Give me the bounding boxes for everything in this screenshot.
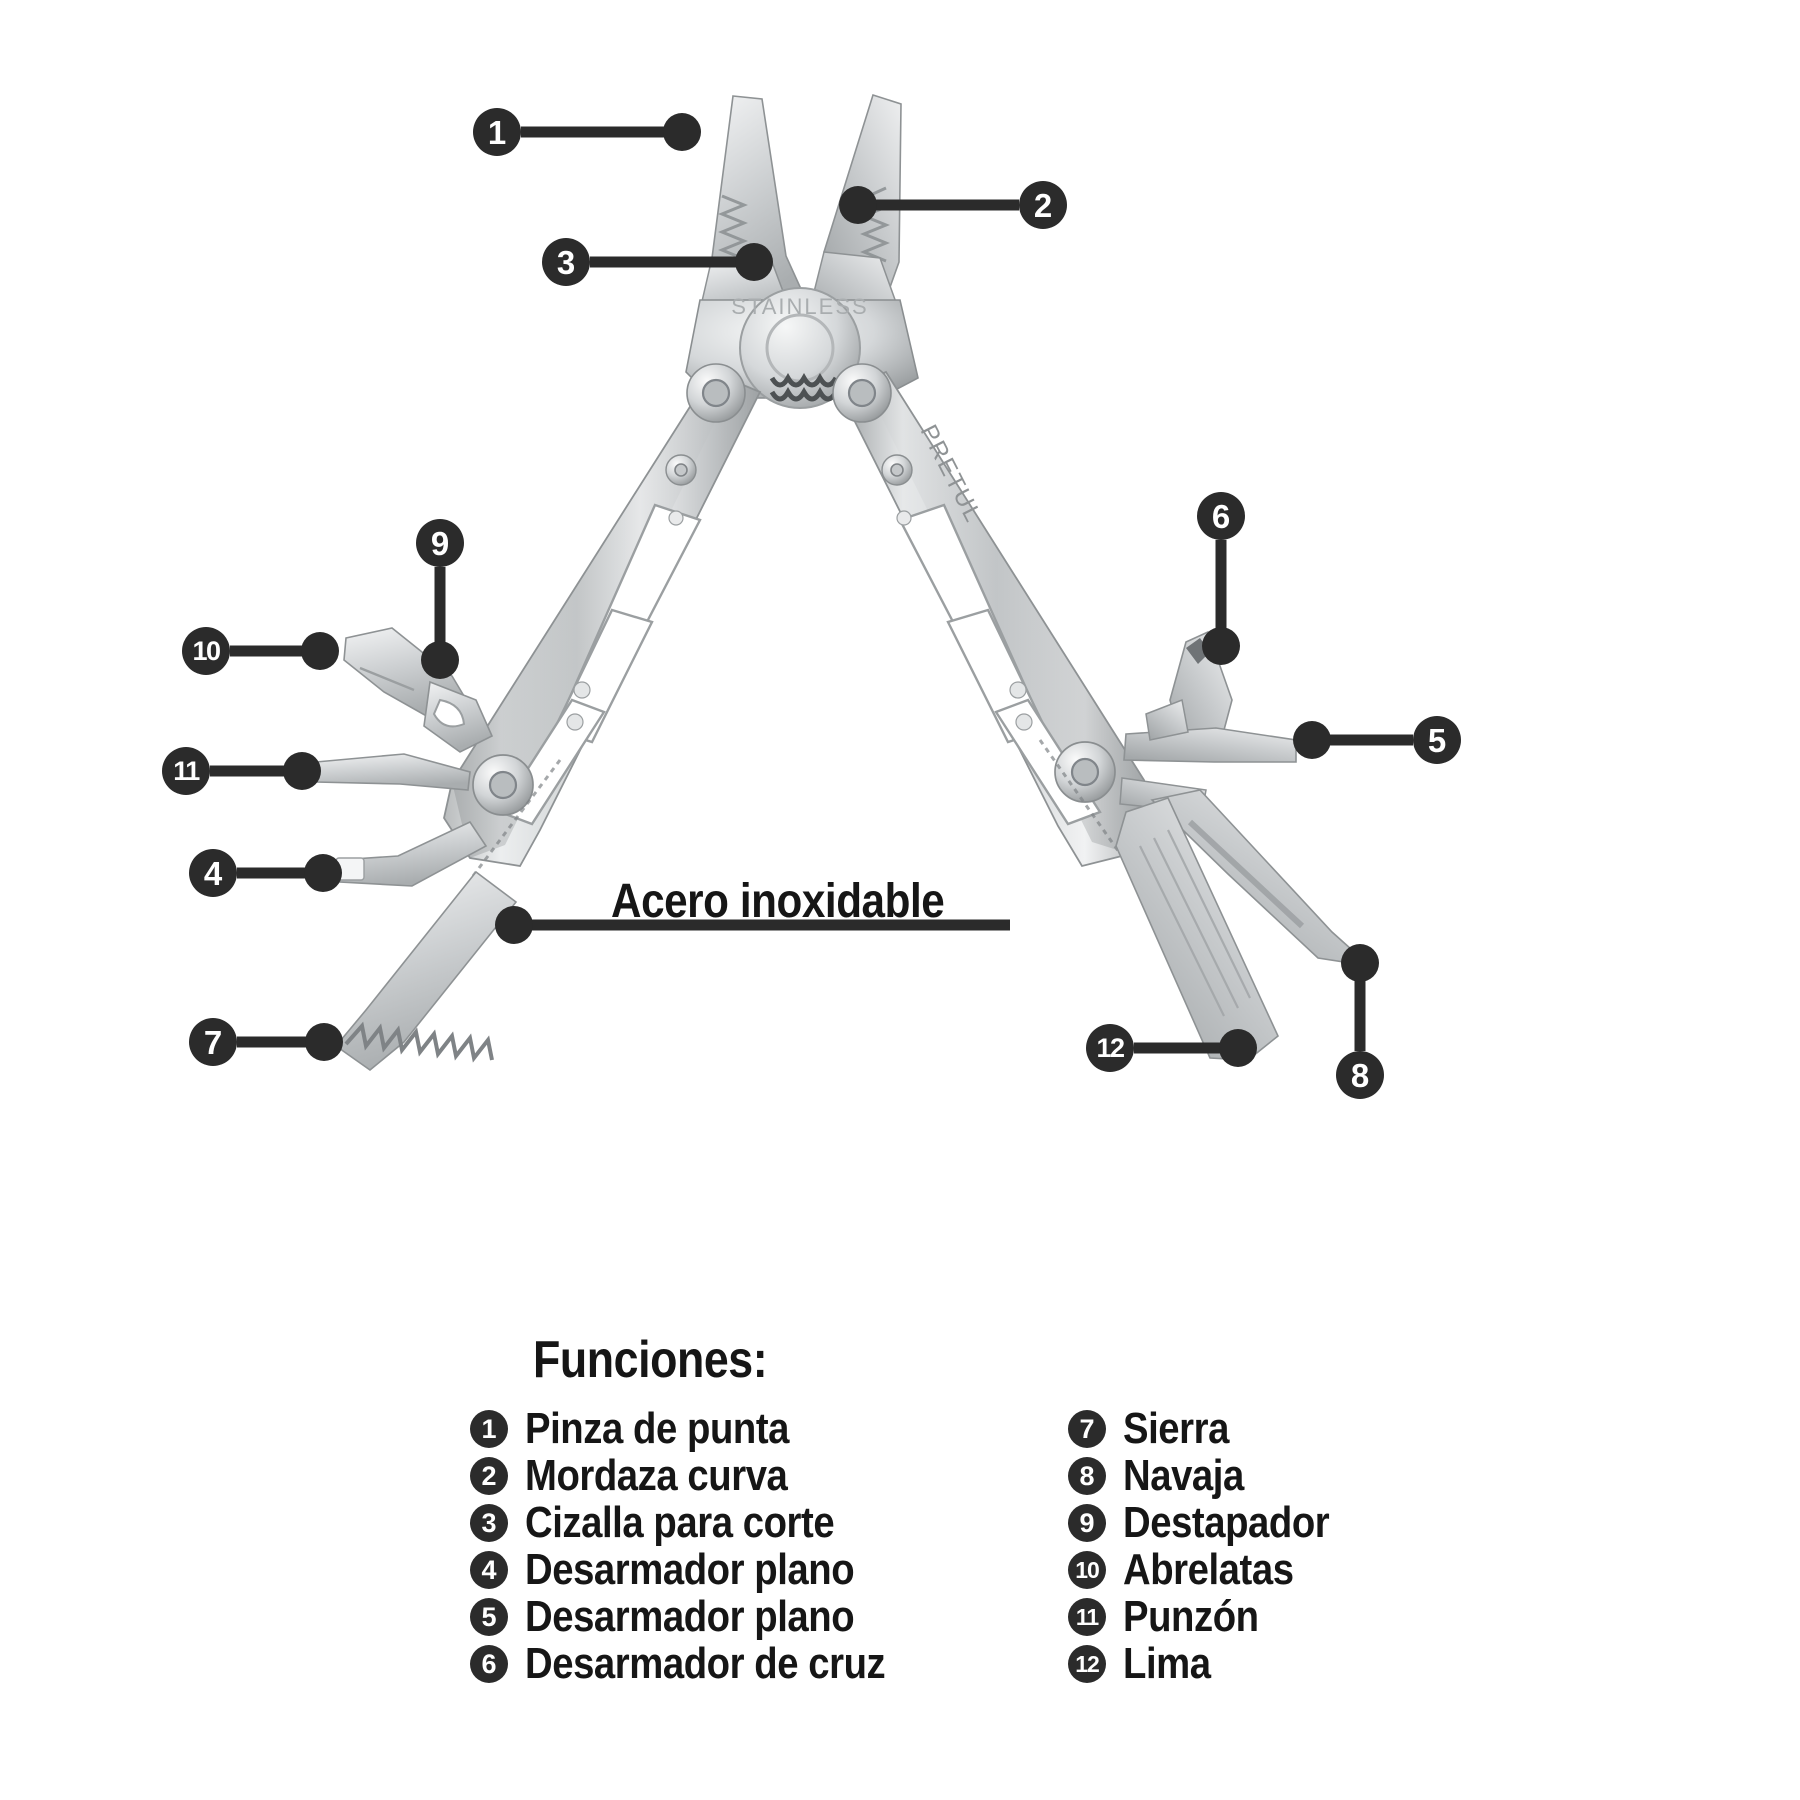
legend-label-11: Punzón bbox=[1123, 1592, 1259, 1641]
legend-item-9[interactable]: 9 Destapador bbox=[1068, 1498, 1360, 1547]
legend-badge-7: 7 bbox=[1068, 1410, 1106, 1448]
legend-item-5[interactable]: 5 Desarmador plano bbox=[470, 1592, 939, 1641]
legend-label-12: Lima bbox=[1123, 1639, 1211, 1688]
legend-item-8[interactable]: 8 Navaja bbox=[1068, 1451, 1360, 1500]
callout-leader-dot-1 bbox=[663, 113, 701, 151]
legend-badge-3: 3 bbox=[470, 1504, 508, 1542]
legend-item-2[interactable]: 2 Mordaza curva bbox=[470, 1451, 939, 1500]
material-leader-dot bbox=[495, 906, 533, 944]
legend-badge-2: 2 bbox=[470, 1457, 508, 1495]
callout-number-1[interactable]: 1 bbox=[473, 108, 521, 156]
spring-coil bbox=[769, 372, 839, 388]
callout-number-12[interactable]: 12 bbox=[1086, 1024, 1134, 1072]
legend-item-4[interactable]: 4 Desarmador plano bbox=[470, 1545, 939, 1594]
callout-leader-dot-2 bbox=[839, 186, 877, 224]
callout-leader-dot-10 bbox=[301, 632, 339, 670]
legend-item-3[interactable]: 3 Cizalla para corte bbox=[470, 1498, 939, 1547]
legend-label-2: Mordaza curva bbox=[525, 1451, 788, 1500]
legend-badge-1: 1 bbox=[470, 1410, 508, 1448]
callout-leader-dot-11 bbox=[283, 752, 321, 790]
callout-number-3[interactable]: 3 bbox=[542, 238, 590, 286]
saw-teeth bbox=[344, 1021, 494, 1063]
callout-number-5[interactable]: 5 bbox=[1413, 716, 1461, 764]
legend-item-10[interactable]: 10 Abrelatas bbox=[1068, 1545, 1360, 1594]
legend-badge-12: 12 bbox=[1068, 1645, 1106, 1683]
callout-leader-dot-5 bbox=[1293, 721, 1331, 759]
legend-label-4: Desarmador plano bbox=[525, 1545, 855, 1594]
legend-label-8: Navaja bbox=[1123, 1451, 1244, 1500]
callout-leader-dot-4 bbox=[304, 854, 342, 892]
callout-leader-dot-12 bbox=[1219, 1029, 1257, 1067]
legend-badge-6: 6 bbox=[470, 1645, 508, 1683]
legend-item-1[interactable]: 1 Pinza de punta bbox=[470, 1404, 939, 1453]
legend-badge-8: 8 bbox=[1068, 1457, 1106, 1495]
callout-number-4[interactable]: 4 bbox=[189, 849, 237, 897]
legend-title: Funciones: bbox=[533, 1331, 768, 1389]
legend-label-5: Desarmador plano bbox=[525, 1592, 855, 1641]
legend-item-11[interactable]: 11 Punzón bbox=[1068, 1592, 1360, 1641]
legend-badge-4: 4 bbox=[470, 1551, 508, 1589]
callout-leader-dot-6 bbox=[1202, 627, 1240, 665]
legend-label-3: Cizalla para corte bbox=[525, 1498, 835, 1547]
material-label: Acero inoxidable bbox=[611, 875, 945, 928]
file-cross-hatch bbox=[1139, 829, 1251, 1017]
legend-label-10: Abrelatas bbox=[1123, 1545, 1294, 1594]
legend-badge-5: 5 bbox=[470, 1598, 508, 1636]
legend-item-6[interactable]: 6 Desarmador de cruz bbox=[470, 1639, 939, 1688]
callout-leader-dot-9 bbox=[421, 641, 459, 679]
callout-number-6[interactable]: 6 bbox=[1197, 492, 1245, 540]
legend-label-7: Sierra bbox=[1123, 1404, 1229, 1453]
pivot-boss bbox=[739, 287, 861, 409]
legend-column-left: 1 Pinza de punta 2 Mordaza curva 3 Cizalla pa… bbox=[470, 1404, 939, 1688]
callout-number-11[interactable]: 11 bbox=[162, 747, 210, 795]
callout-number-9[interactable]: 9 bbox=[416, 519, 464, 567]
functions-legend: Funciones: 1 Pinza de punta 2 Mordaza curva… bbox=[0, 1330, 1800, 1800]
legend-item-12[interactable]: 12 Lima bbox=[1068, 1639, 1360, 1688]
legend-label-1: Pinza de punta bbox=[525, 1404, 790, 1453]
legend-column-right: 7 Sierra 8 Navaja 9 Destapador 10 Abrelatas 11 Pu… bbox=[1068, 1404, 1360, 1688]
legend-badge-9: 9 bbox=[1068, 1504, 1106, 1542]
callout-number-7[interactable]: 7 bbox=[189, 1018, 237, 1066]
callout-leader-dot-7 bbox=[305, 1023, 343, 1061]
legend-label-9: Destapador bbox=[1123, 1498, 1330, 1547]
stainless-stamp: STAINLESS bbox=[731, 294, 868, 319]
legend-badge-10: 10 bbox=[1068, 1551, 1106, 1589]
callout-number-2[interactable]: 2 bbox=[1019, 181, 1067, 229]
legend-item-7[interactable]: 7 Sierra bbox=[1068, 1404, 1360, 1453]
legend-label-6: Desarmador de cruz bbox=[525, 1639, 886, 1688]
tool-flat-screwdriver-left bbox=[337, 820, 488, 887]
callout-number-10[interactable]: 10 bbox=[182, 627, 230, 675]
handle-left bbox=[443, 363, 762, 881]
legend-badge-11: 11 bbox=[1068, 1598, 1106, 1636]
callout-leader-dot-3 bbox=[735, 243, 773, 281]
tool-saw bbox=[334, 870, 518, 1072]
callout-number-8[interactable]: 8 bbox=[1336, 1051, 1384, 1099]
handle-right: PRETUL bbox=[832, 363, 1155, 868]
callout-leader-dot-8 bbox=[1341, 944, 1379, 982]
